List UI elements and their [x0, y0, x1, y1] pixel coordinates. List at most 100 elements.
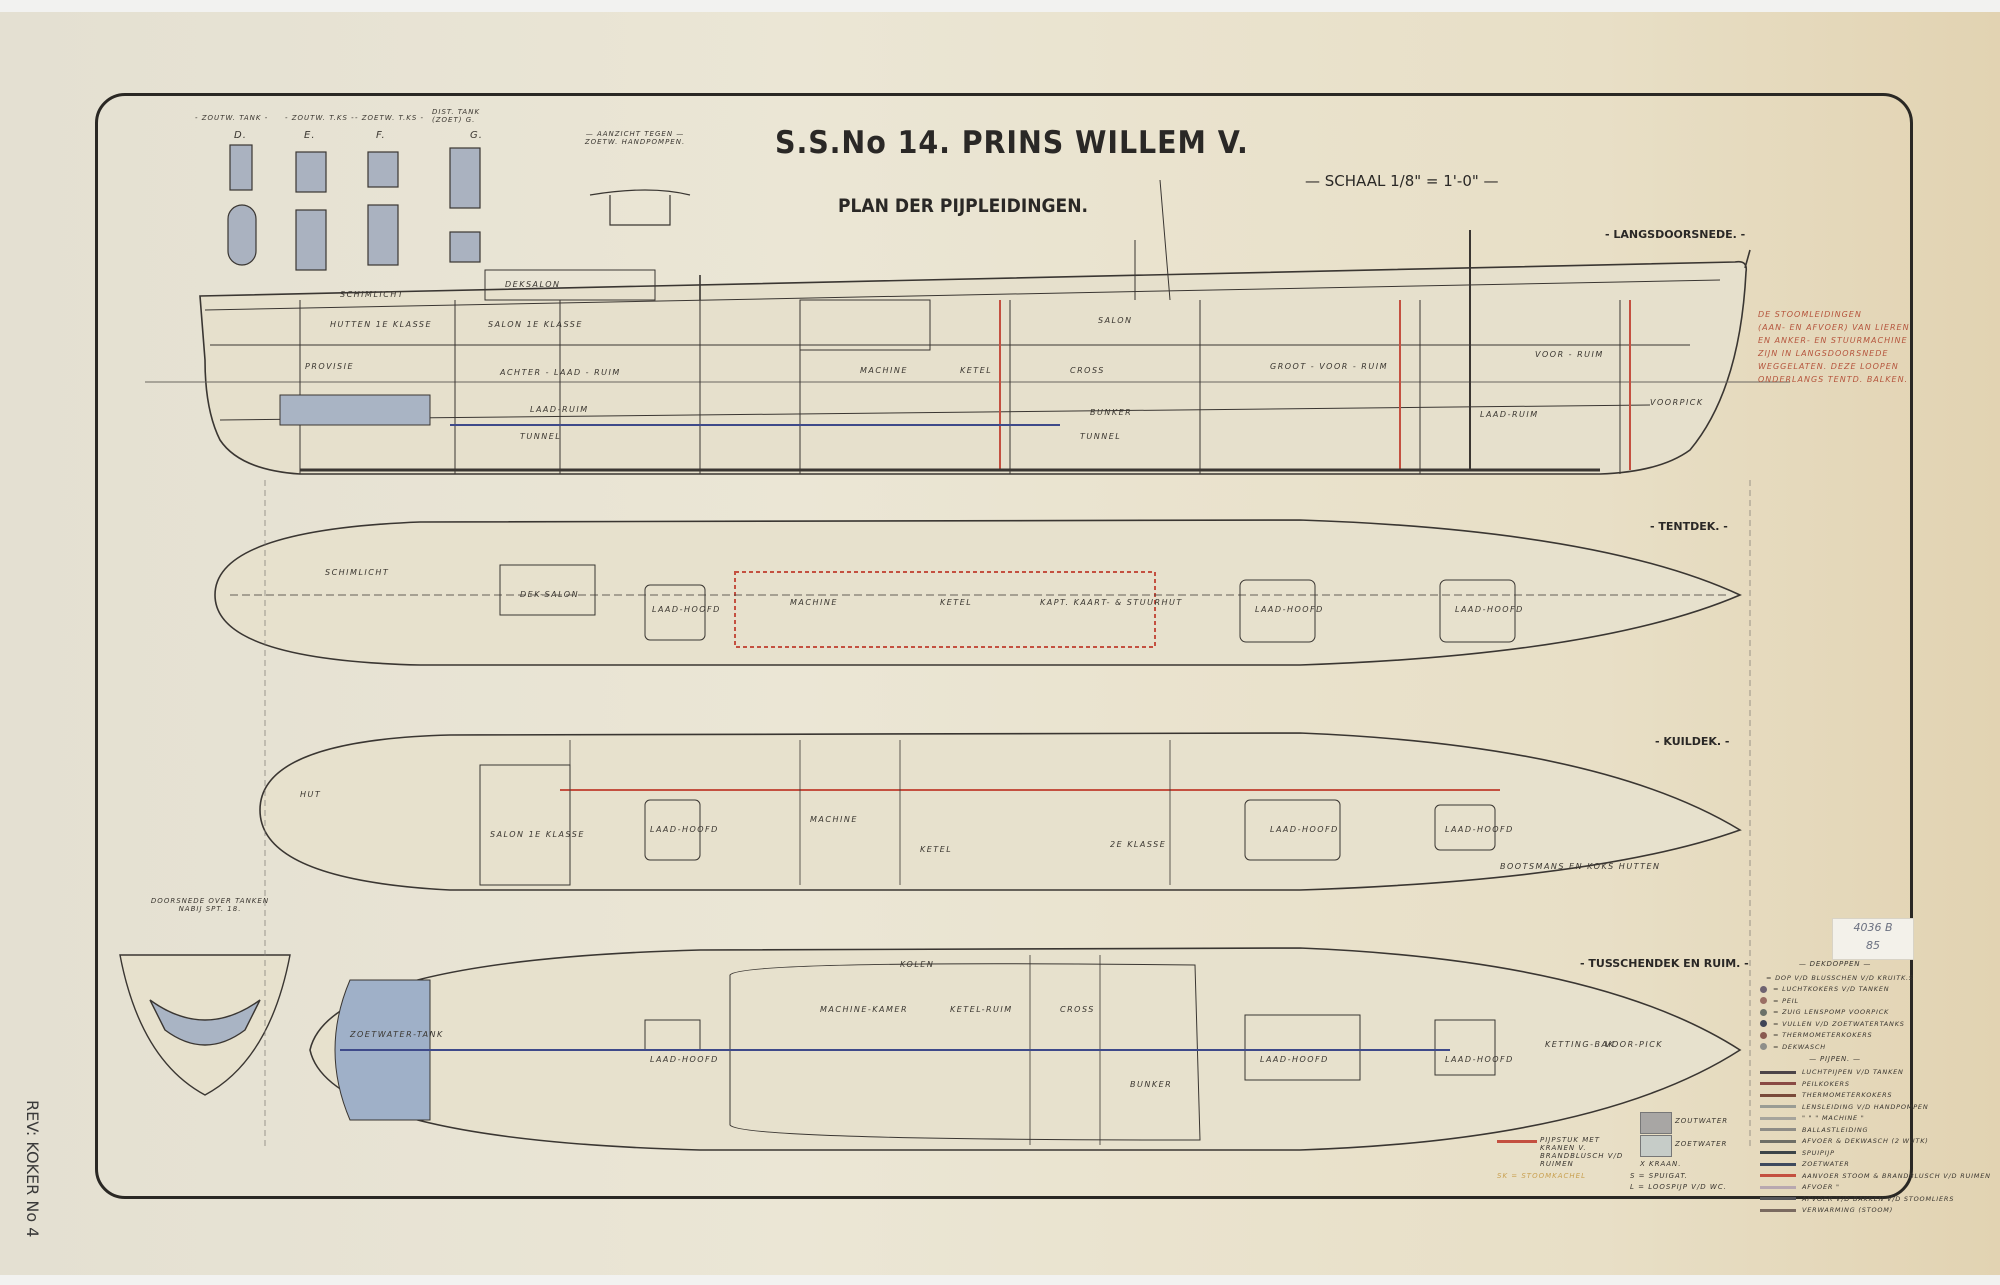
pump-view-label: — AANZICHT TEGEN — ZOETW. HANDPOMPEN. — [584, 130, 686, 146]
room-label: LAAD-HOOFD — [652, 605, 721, 614]
room-label: GROOT - VOOR - RUIM — [1270, 362, 1388, 371]
room-label: BOOTSMANS EN KOKS HUTTEN — [1500, 862, 1661, 871]
zoutwater-swatch — [1640, 1112, 1672, 1134]
pipe-line-symbol — [1760, 1105, 1796, 1109]
legend-label: THERMOMETERKOKERS — [1802, 1091, 1893, 1100]
tank-header: DIST. TANK (ZOET) G. — [432, 108, 481, 124]
legend-label: PEILKOKERS — [1802, 1079, 1850, 1088]
legend-item: AANVOER STOOM & BRANDBLUSCH V/D RUIMEN — [1760, 1170, 1990, 1182]
room-label: MACHINE — [810, 815, 858, 824]
legend-item: AFVOER " — [1760, 1182, 1910, 1194]
room-label: SCHIMLICHT — [325, 568, 390, 577]
room-label: LAAD-HOOFD — [650, 1055, 719, 1064]
legend-item: = DOP V/D BLUSSCHEN V/D KRUITK.S — [1760, 972, 1913, 984]
legend-label: BALLASTLEIDING — [1802, 1125, 1869, 1134]
legend-item: " " " MACHINE " — [1760, 1113, 1910, 1125]
legend-label: AFVOER " — [1802, 1183, 1840, 1192]
legend-item: = LUCHTKOKERS V/D TANKEN — [1760, 984, 1910, 996]
legend-item: THERMOMETERKOKERS — [1760, 1090, 1910, 1102]
pipe-line-symbol — [1760, 1082, 1796, 1086]
tusschendek-plan — [309, 947, 1742, 1151]
room-label: BUNKER — [1090, 408, 1133, 417]
legend-label: LUCHTPIJPEN V/D TANKEN — [1802, 1068, 1904, 1077]
pijpstuk-label: PIJPSTUK MET KRANEN V. BRANDBLUSCH V/D R… — [1540, 1136, 1624, 1168]
room-label: LAAD-HOOFD — [1255, 605, 1324, 614]
room-label: LAAD-HOOFD — [1445, 825, 1514, 834]
note-line: (AAN- EN AFVOER) VAN LIEREN — [1758, 323, 1910, 332]
longitudinal-section — [145, 179, 1790, 475]
room-label: CROSS — [1060, 1005, 1095, 1014]
note-line: ZIJN IN LANGSDOORSNEDE — [1758, 349, 1889, 358]
pipe-line-symbol — [1760, 1093, 1796, 1097]
cross-section — [119, 954, 291, 1096]
legend-label: = DEKWASCH — [1773, 1042, 1826, 1051]
spuigat-label: S = SPUIGAT. — [1630, 1172, 1688, 1180]
legend-item: = ZUIG LENSPOMP VOORPICK — [1760, 1007, 1910, 1019]
room-label: KETEL — [940, 598, 973, 607]
drawing-subtitle: PLAN DER PIJPLEIDINGEN. — [838, 195, 1089, 217]
legend-item: SPUIPIJP — [1760, 1147, 1910, 1159]
room-label: TUNNEL — [520, 432, 562, 441]
deck-plug-symbol — [1760, 1020, 1767, 1028]
room-label: LAAD-HOOFD — [1445, 1055, 1514, 1064]
room-label: TUNNEL — [1080, 432, 1122, 441]
section-label-kuildek: - KUILDEK. - — [1655, 735, 1730, 748]
pipe-line-symbol — [1760, 1128, 1796, 1132]
room-label: LAAD-RUIM — [1480, 410, 1539, 419]
room-label: LAAD-HOOFD — [1270, 825, 1339, 834]
tank-letter: D. — [234, 130, 247, 141]
legend-item: PEILKOKERS — [1760, 1078, 1910, 1090]
tank-letter: G. — [470, 130, 483, 141]
room-label: VOOR - RUIM — [1535, 350, 1604, 359]
stamp-number: 85 — [1866, 939, 1880, 952]
tank-header: - ZOUTW. T.KS - — [285, 114, 355, 122]
room-label: LAAD-HOOFD — [1260, 1055, 1329, 1064]
zoetwater-label: ZOETWATER — [1675, 1140, 1728, 1148]
legend-item: ZOETWATER — [1760, 1159, 1910, 1171]
legend-item: AFVOER V/D BAKKEN V/D STOOMLIERS — [1760, 1193, 1953, 1205]
room-label: VOORPICK — [1650, 398, 1704, 407]
pipe-line-symbol — [1760, 1208, 1796, 1212]
room-label: 2E KLASSE — [1110, 840, 1167, 849]
note-line: WEGGELATEN. DEZE LOOPEN — [1758, 362, 1899, 371]
room-label: MACHINE — [860, 366, 908, 375]
legend-label: SPUIPIJP — [1802, 1148, 1835, 1157]
drawing-border — [95, 93, 1913, 1199]
room-label: LAAD-RUIM — [530, 405, 589, 414]
pipe-line-symbol — [1760, 1162, 1796, 1166]
pipe-line-symbol — [1760, 1151, 1796, 1155]
room-label: MACHINE — [790, 598, 838, 607]
legend-label: = VULLEN V/D ZOETWATERTANKS — [1773, 1019, 1905, 1028]
pipe-line-symbol — [1760, 1116, 1796, 1120]
legend-item: = VULLEN V/D ZOETWATERTANKS — [1760, 1018, 1910, 1030]
legend-label: ZOETWATER — [1802, 1160, 1850, 1169]
stoomkachel-label: SK = STOOMKACHEL — [1497, 1172, 1586, 1180]
room-label: HUT — [300, 790, 322, 799]
tank-letter: E. — [304, 130, 316, 141]
room-label: KETEL-RUIM — [950, 1005, 1013, 1014]
deck-plug-symbol — [1760, 1043, 1767, 1051]
legend-label: = DOP V/D BLUSSCHEN V/D KRUITK.S — [1766, 973, 1914, 982]
room-label: KETEL — [960, 366, 993, 375]
legend-label: AANVOER STOOM & BRANDBLUSCH V/D RUIMEN — [1802, 1171, 1991, 1180]
legend-item: LENSLEIDING V/D HANDPOMPEN — [1760, 1101, 1928, 1113]
room-label: CROSS — [1070, 366, 1105, 375]
room-label: KETEL — [920, 845, 953, 854]
loospijp-label: L = LOOSPIJP V/D WC. — [1630, 1183, 1727, 1191]
pijpstuk-symbol — [1497, 1140, 1537, 1143]
room-label: KAPT. KAART- & STUURHUT — [1040, 598, 1183, 607]
room-label: SALON 1E KLASSE — [490, 830, 585, 839]
kuildek-plan — [259, 732, 1742, 891]
room-label: VOOR-PICK — [1605, 1040, 1664, 1049]
scale-label: — SCHAAL 1/8" = 1'-0" — — [1305, 172, 1499, 190]
room-label: PROVISIE — [305, 362, 355, 371]
room-label: SALON 1E KLASSE — [488, 320, 583, 329]
tank-letter: F. — [376, 130, 386, 141]
legend-label: VERWARMING (STOOM) — [1802, 1206, 1894, 1215]
steam-pipe-note: DE STOOMLEIDINGEN (AAN- EN AFVOER) VAN L… — [1758, 308, 1910, 386]
tank-sketches — [227, 144, 691, 271]
room-label: ACHTER - LAAD - RUIM — [500, 368, 621, 377]
legend-label: = ZUIG LENSPOMP VOORPICK — [1773, 1008, 1890, 1017]
legend-heading: — DEKDOPPEN — — [1798, 960, 1872, 968]
